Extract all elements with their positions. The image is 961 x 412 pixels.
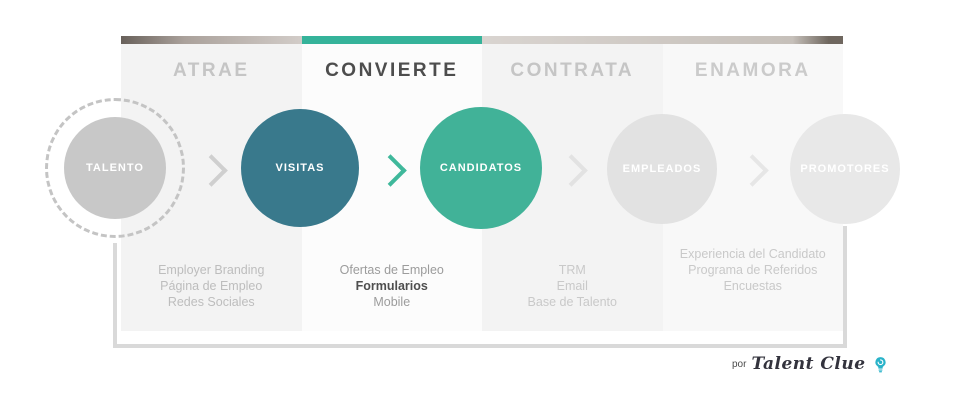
brand-name: Talent Clue	[751, 354, 866, 374]
stage-item: Mobile	[373, 295, 411, 309]
node-empleados-label: EMPLEADOS	[622, 163, 702, 175]
node-visitas-label: VISITAS	[275, 162, 325, 174]
stage-item: Employer Branding	[158, 263, 265, 277]
node-visitas: VISITAS	[241, 109, 359, 227]
brand-credit: por Talent Clue	[732, 354, 889, 374]
node-empleados-circle: EMPLEADOS	[607, 114, 717, 224]
node-candidatos-label: CANDIDATOS	[439, 162, 523, 174]
lightbulb-icon	[872, 356, 889, 373]
stage-item: Ofertas de Empleo	[339, 263, 444, 277]
stage-title-atrae: ATRAE	[172, 60, 250, 81]
stage-title-convierte: CONVIERTE	[325, 60, 459, 81]
stage-item-emphasized: Formularios	[355, 279, 428, 293]
stage-items-atrae: Employer Branding Página de Empleo Redes…	[136, 262, 286, 310]
progress-bar-segment-right	[482, 36, 843, 44]
stage-item: Base de Talento	[527, 295, 617, 309]
node-talento: TALENTO	[64, 117, 166, 219]
node-talento-label: TALENTO	[86, 162, 144, 174]
node-visitas-circle: VISITAS	[241, 109, 359, 227]
stage-item: Email	[556, 279, 588, 293]
stage-item: TRM	[558, 263, 586, 277]
stage-item: Página de Empleo	[160, 279, 263, 293]
node-empleados: EMPLEADOS	[607, 114, 717, 224]
stage-item: Redes Sociales	[167, 295, 255, 309]
loop-line-bottom	[113, 344, 847, 348]
node-candidatos-circle: CANDIDATOS	[420, 107, 542, 229]
progress-bar-segment-atrae	[121, 36, 302, 44]
stage-items-enamora: Experiencia del Candidato Programa de Re…	[678, 246, 828, 294]
stage-item: Experiencia del Candidato	[679, 247, 826, 261]
node-promotores-circle: PROMOTORES	[790, 114, 900, 224]
node-promotores: PROMOTORES	[790, 114, 900, 224]
stage-item: Encuestas	[723, 279, 782, 293]
stage-items-contrata: TRM Email Base de Talento	[497, 262, 647, 310]
stage-title-enamora: ENAMORA	[694, 60, 811, 81]
progress-bar-segment-convierte	[301, 36, 482, 44]
progress-bar	[121, 36, 843, 44]
brand-prefix: por	[732, 358, 747, 370]
stage-items-convierte: Ofertas de Empleo Formularios Mobile	[317, 262, 467, 310]
node-talento-dashed-ring: TALENTO	[45, 98, 185, 238]
node-candidatos: CANDIDATOS	[420, 107, 542, 229]
stage-item: Programa de Referidos	[688, 263, 818, 277]
node-promotores-label: PROMOTORES	[800, 163, 890, 175]
loop-line-right	[843, 226, 847, 346]
loop-line-left	[113, 243, 117, 346]
stage-title-contrata: CONTRATA	[510, 60, 635, 81]
